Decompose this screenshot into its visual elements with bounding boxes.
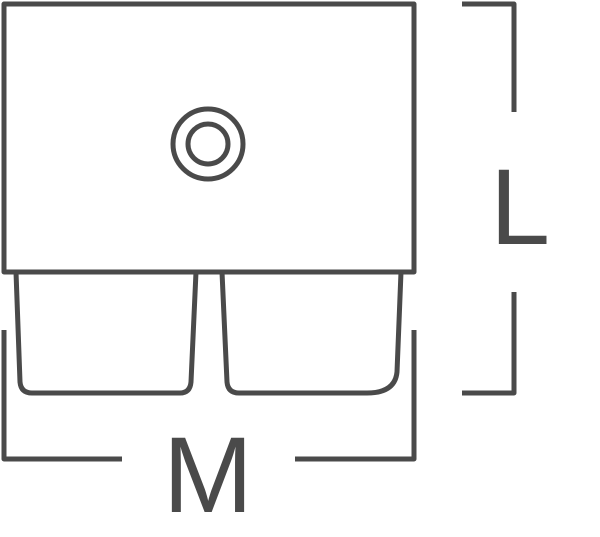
length-label: L bbox=[490, 146, 550, 267]
length-dimension-bracket bbox=[462, 1, 517, 396]
width-dimension-bracket bbox=[1, 330, 417, 462]
sink-top-panel bbox=[1, 1, 417, 275]
left-bowl bbox=[13, 271, 199, 396]
right-bowl bbox=[219, 271, 404, 396]
drain-hole-icon bbox=[170, 106, 246, 182]
width-label: M bbox=[163, 414, 253, 535]
